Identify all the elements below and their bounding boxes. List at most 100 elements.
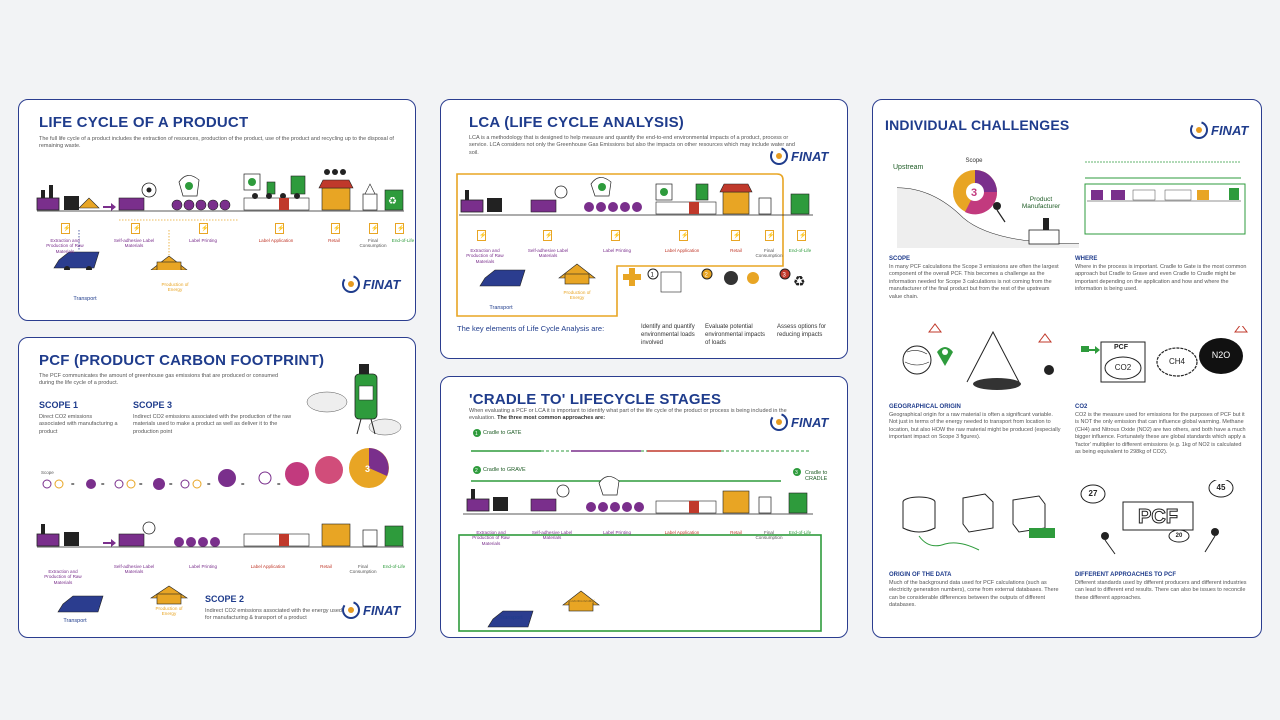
key-elements-heading: The key elements of Life Cycle Analysis … [457,324,605,333]
stage-label: Self-adhesive Label Materials [113,238,155,249]
origin-illustration [902,493,1055,551]
manufacturer-label: Product Manufacturer [1021,196,1061,211]
lifecycle-intro: The full life cycle of a product include… [39,136,394,150]
lca-title: LCA (LIFE CYCLE ANALYSIS) [469,114,685,131]
stage-label: End-of-Life [391,238,415,243]
bolt-icon [765,230,774,241]
n2o-cloud-label: N2O [1211,350,1231,360]
energy-label: Production of Energy [155,606,183,617]
ch4-cloud-label: CH4 [1168,357,1185,366]
stage-label: Label Printing [602,530,632,535]
factory-icon [36,185,100,211]
bolt-icon [477,230,486,241]
bolt-icon [131,223,140,234]
stage-label: Extraction and Production of Raw Materia… [46,238,84,254]
svg-text:2: 2 [475,468,478,474]
diff-heading: DIFFERENT APPROACHES TO PCF [1075,572,1177,578]
stage-label: Label Printing [602,248,632,253]
stage-label: Self-adhesive Label Materials [113,564,155,575]
transport-label: Transport [499,615,523,621]
stage-label: Final Consumption [755,530,783,541]
bolt-icon [61,223,70,234]
scope-label: Scope [965,158,983,164]
geo-illustration [902,323,1054,390]
finat-logo-icon [1190,121,1208,139]
stage-label: Final Consumption [755,248,783,259]
svg-text:2: 2 [705,273,709,279]
scope1-text: Direct CO2 emissions associated with man… [39,414,118,435]
finat-logo-word: FINAT [363,276,401,292]
bolt-icon [731,230,740,241]
where-mini-diagram [1084,161,1246,235]
bolt-icon [611,230,620,241]
svg-text:=: = [207,482,211,488]
scope3-title: SCOPE 3 [133,400,173,410]
stage-label: Label Printing [188,238,218,243]
svg-text:=: = [169,482,173,488]
svg-text:♻: ♻ [388,196,397,207]
co2-illustration [1081,326,1248,383]
lca-element-1: Identify and quantify environmental load… [641,324,695,346]
lca-illustration: 1 2 3 ♻ [456,173,813,317]
bubble-27: 27 [1088,489,1098,498]
stage-label: Retail [730,530,742,535]
diff-text: Different standards used by different pr… [1075,580,1247,601]
challenges-card: INDIVIDUAL CHALLENGES FINAT 3 Upstream S… [872,99,1262,638]
finat-logo-icon [770,147,788,165]
finat-logo-icon [342,275,360,293]
stage-label: Label Application [250,564,286,569]
finat-logo-icon [342,601,360,619]
finat-logo-icon [770,413,788,431]
stage-label: Self-adhesive Label Materials [531,530,573,541]
lifecycle-illustration: ♻ [36,169,404,270]
transport-label: Transport [63,618,87,624]
transport-icon [53,251,100,270]
svg-text:=: = [277,482,281,488]
cradle-gate-label: Cradle to GATE [483,430,522,436]
scope-hill-illustration: 3 [896,170,1080,248]
scope-growth-chart: Scope = = = = = = = 3 [41,448,389,490]
where-text: Where in the process is important. Cradl… [1075,264,1247,293]
challenges-title: INDIVIDUAL CHALLENGES [885,117,1070,133]
scope3-text: Indirect CO2 emissions associated with t… [133,414,292,435]
stage-label: Retail [730,248,742,253]
shop-icon [318,169,354,211]
lca-card: LCA (LIFE CYCLE ANALYSIS) LCA is a metho… [440,99,848,359]
finat-logo: FINAT [341,600,400,620]
bolt-icon [679,230,688,241]
stage-label: End-of-Life [382,564,406,569]
cradle-intro-text: When evaluating a PCF or LCA it is impor… [469,408,787,422]
stage-label: Label Application [258,238,294,243]
stage-label: Retail [320,564,332,569]
cradle-illustration: 1 2 3 [458,429,822,632]
svg-text:3: 3 [795,470,798,476]
finat-logo: FINAT [769,146,828,166]
cradle-intro-bold: The three most common approaches are: [497,415,606,422]
transport-label: Transport [73,296,97,302]
svg-text:=: = [101,482,105,488]
stage-label: Label Application [664,248,700,253]
stage-label: Retail [328,238,340,243]
stage-label: Label Application [664,530,700,535]
finat-logo: FINAT [769,412,828,432]
lifecycle-title: LIFE CYCLE OF A PRODUCT [39,114,249,131]
stage-label: End-of-Life [788,248,812,253]
finat-logo-word: FINAT [363,602,401,618]
upstream-label: Upstream [893,164,924,171]
svg-text:3: 3 [783,273,787,279]
recycle-icon: ♻ [384,189,404,211]
svg-text:3: 3 [971,187,977,199]
bubble-45: 45 [1216,483,1226,492]
pcf-title: PCF (PRODUCT CARBON FOOTPRINT) [39,352,325,369]
pcf-big-label: PCF [1138,506,1179,529]
svg-text:Scope: Scope [41,470,54,475]
svg-text:♻: ♻ [793,274,806,290]
finat-logo-word: FINAT [1211,122,1249,138]
finat-logo-word: FINAT [791,414,829,430]
co2-text: CO2 is the measure used for emissions fo… [1075,412,1246,456]
finat-logo: FINAT [341,274,400,294]
bolt-icon [275,223,284,234]
lca-intro: LCA is a methodology that is designed to… [469,135,795,156]
energy-label: Production of Energy [161,282,189,293]
bottle-mascot [306,364,402,436]
